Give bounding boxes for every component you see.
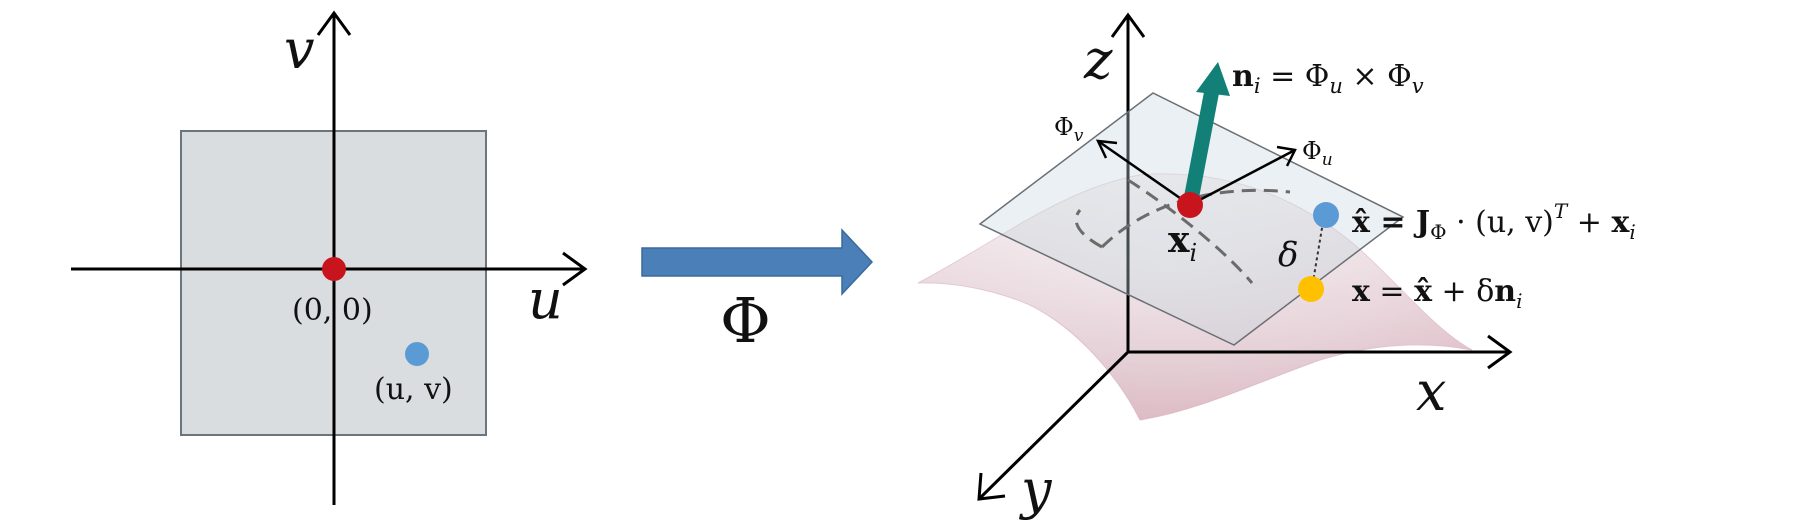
tangent-v-label: Φv xyxy=(1054,113,1084,146)
surface-point-equation: x = x̂ + δni xyxy=(1352,274,1523,313)
surface-curve-v xyxy=(1127,178,1254,284)
uv-point-dot xyxy=(405,342,429,366)
mapping-arrow xyxy=(641,228,874,296)
normal-vector-shaft xyxy=(1182,88,1220,207)
v-axis-arrowhead xyxy=(316,10,352,36)
u-axis-label: u xyxy=(528,268,563,331)
tangent-plane xyxy=(978,92,1405,346)
tangent-v-arrowhead xyxy=(1095,139,1118,159)
tangent-u-vector xyxy=(1189,148,1296,207)
offset-label: δ xyxy=(1278,235,1298,275)
v-axis-label: v xyxy=(284,18,315,81)
center-point-dot xyxy=(1177,192,1203,218)
mapping-symbol: Φ xyxy=(720,284,771,357)
tangent-u-label: Φu xyxy=(1302,137,1333,170)
origin-dot xyxy=(322,257,346,281)
tangent-u-arrowhead xyxy=(1276,145,1297,167)
y-axis xyxy=(977,350,1130,501)
tangent-point-dot xyxy=(1313,202,1339,228)
surface-point-dot xyxy=(1298,276,1324,302)
z-axis-label: z xyxy=(1083,28,1113,91)
surface-curve-v2 xyxy=(1074,209,1103,249)
tangent-v-vector xyxy=(1097,139,1191,207)
surface-view: x y z Φu Φv ni = Φu × Φv xi δ x̂ = JΦ · … xyxy=(917,12,1636,521)
x-axis-label: x xyxy=(1416,360,1446,423)
mapping-arrow-group: Φ xyxy=(641,228,874,357)
origin-label: (0, 0) xyxy=(292,293,373,328)
tangent-approx-equation: x̂ = JΦ · (u, v)T + xi xyxy=(1352,199,1636,244)
normal-equation: ni = Φu × Φv xyxy=(1232,59,1424,98)
u-axis-arrowhead xyxy=(562,251,588,287)
parameter-domain: u v (0, 0) (u, v) xyxy=(71,10,588,505)
surface-shade xyxy=(918,174,1472,420)
y-axis-label: y xyxy=(1019,458,1053,521)
x-axis-arrowhead xyxy=(1487,334,1513,370)
center-point-label: xi xyxy=(1168,219,1197,267)
offset-connector xyxy=(1311,215,1325,289)
normal-vector-head xyxy=(1196,62,1230,96)
y-axis-arrowhead xyxy=(977,472,1006,501)
uv-point-label: (u, v) xyxy=(374,372,453,407)
z-axis-arrowhead xyxy=(1110,12,1146,38)
